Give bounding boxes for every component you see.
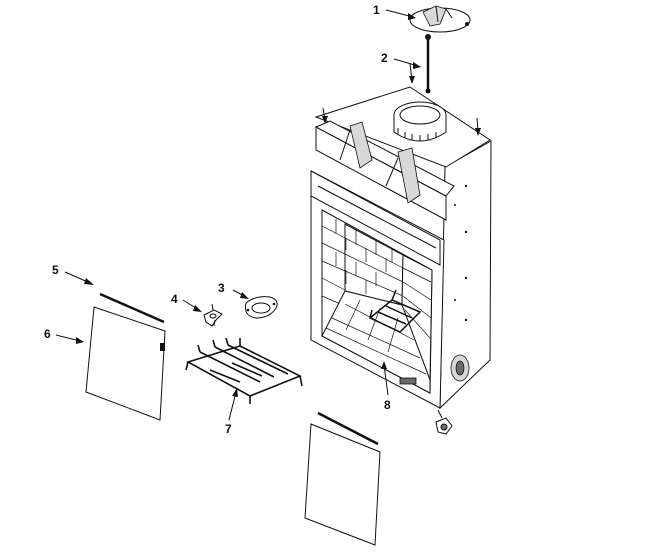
callout-5: 5 bbox=[52, 263, 59, 277]
part-8-firebox bbox=[310, 86, 492, 435]
callout-6: 6 bbox=[44, 327, 51, 341]
part-3-gasket bbox=[245, 296, 278, 319]
screen-panel-lower bbox=[304, 411, 381, 546]
part-1-damper-plate bbox=[409, 5, 471, 33]
part-5-screen-rod bbox=[99, 292, 165, 324]
firebox-corner-arrows bbox=[322, 63, 481, 136]
callout-8: 8 bbox=[384, 398, 391, 412]
callout-7: 7 bbox=[225, 422, 232, 436]
callout-2-leader bbox=[393, 58, 421, 69]
callout-1: 1 bbox=[373, 3, 380, 17]
callout-4: 4 bbox=[171, 292, 178, 306]
callout-5-leader bbox=[64, 271, 94, 285]
part-7-grate bbox=[185, 337, 303, 404]
part-6-screen-panel bbox=[85, 306, 166, 421]
callout-4-leader bbox=[182, 299, 202, 312]
callout-3: 3 bbox=[218, 281, 225, 295]
callout-6-leader bbox=[55, 334, 84, 344]
callout-8-leader bbox=[381, 361, 389, 396]
callout-3-leader bbox=[232, 289, 249, 299]
callout-7-leader bbox=[228, 388, 238, 421]
callout-2: 2 bbox=[381, 51, 388, 65]
part-2-damper-rod bbox=[425, 34, 431, 94]
callout-1-leader bbox=[385, 9, 416, 20]
part-4-clip bbox=[203, 303, 223, 327]
